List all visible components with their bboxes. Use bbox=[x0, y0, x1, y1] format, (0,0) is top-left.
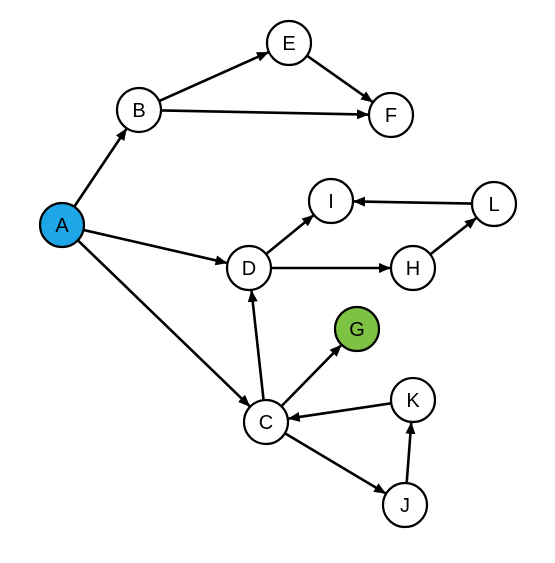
edge-c-to-d bbox=[247, 289, 265, 401]
edge-c-to-g bbox=[280, 344, 342, 408]
edges-layer bbox=[73, 51, 477, 495]
edge-a-to-d bbox=[83, 228, 228, 266]
node-label: D bbox=[242, 258, 256, 280]
node-label: E bbox=[282, 33, 295, 55]
node-c: C bbox=[242, 398, 290, 446]
edge-l-to-i bbox=[352, 196, 473, 207]
node-label: J bbox=[400, 495, 410, 517]
node-label: F bbox=[385, 105, 397, 127]
node-g: G bbox=[333, 305, 381, 353]
node-f: F bbox=[367, 91, 415, 139]
node-circle bbox=[38, 201, 86, 249]
node-circle bbox=[389, 244, 437, 292]
node-j: J bbox=[381, 481, 429, 529]
node-label: C bbox=[259, 412, 273, 434]
node-label: L bbox=[488, 194, 499, 216]
node-circle bbox=[265, 19, 313, 67]
node-k: K bbox=[389, 376, 437, 424]
node-b: B bbox=[115, 86, 163, 134]
node-d: D bbox=[225, 244, 273, 292]
node-circle bbox=[389, 376, 437, 424]
edge-k-to-c bbox=[287, 401, 392, 422]
node-circle bbox=[242, 398, 290, 446]
node-circle bbox=[225, 244, 273, 292]
edge-h-to-l bbox=[429, 217, 477, 256]
edge-j-to-k bbox=[405, 421, 416, 484]
edge-d-to-i bbox=[265, 214, 315, 256]
edge-e-to-f bbox=[306, 54, 374, 103]
node-label: B bbox=[132, 100, 145, 122]
node-label: K bbox=[406, 390, 420, 412]
node-circle bbox=[381, 481, 429, 529]
node-l: L bbox=[470, 180, 518, 228]
node-h: H bbox=[389, 244, 437, 292]
node-circle bbox=[307, 177, 355, 225]
edge-b-to-e bbox=[158, 51, 269, 103]
node-circle bbox=[367, 91, 415, 139]
node-e: E bbox=[265, 19, 313, 67]
node-label: H bbox=[406, 258, 420, 280]
node-label: A bbox=[55, 215, 69, 237]
edge-c-to-j bbox=[284, 432, 387, 495]
node-i: I bbox=[307, 177, 355, 225]
node-circle bbox=[115, 86, 163, 134]
edge-a-to-c bbox=[76, 239, 251, 407]
edge-b-to-f bbox=[160, 109, 370, 120]
node-label: I bbox=[328, 191, 334, 213]
node-circle bbox=[470, 180, 518, 228]
nodes-layer: A B C D E F G H I J K L bbox=[38, 19, 518, 529]
node-a: A bbox=[38, 201, 86, 249]
edge-a-to-b bbox=[73, 128, 128, 208]
node-circle bbox=[333, 305, 381, 353]
node-label: G bbox=[349, 319, 365, 341]
